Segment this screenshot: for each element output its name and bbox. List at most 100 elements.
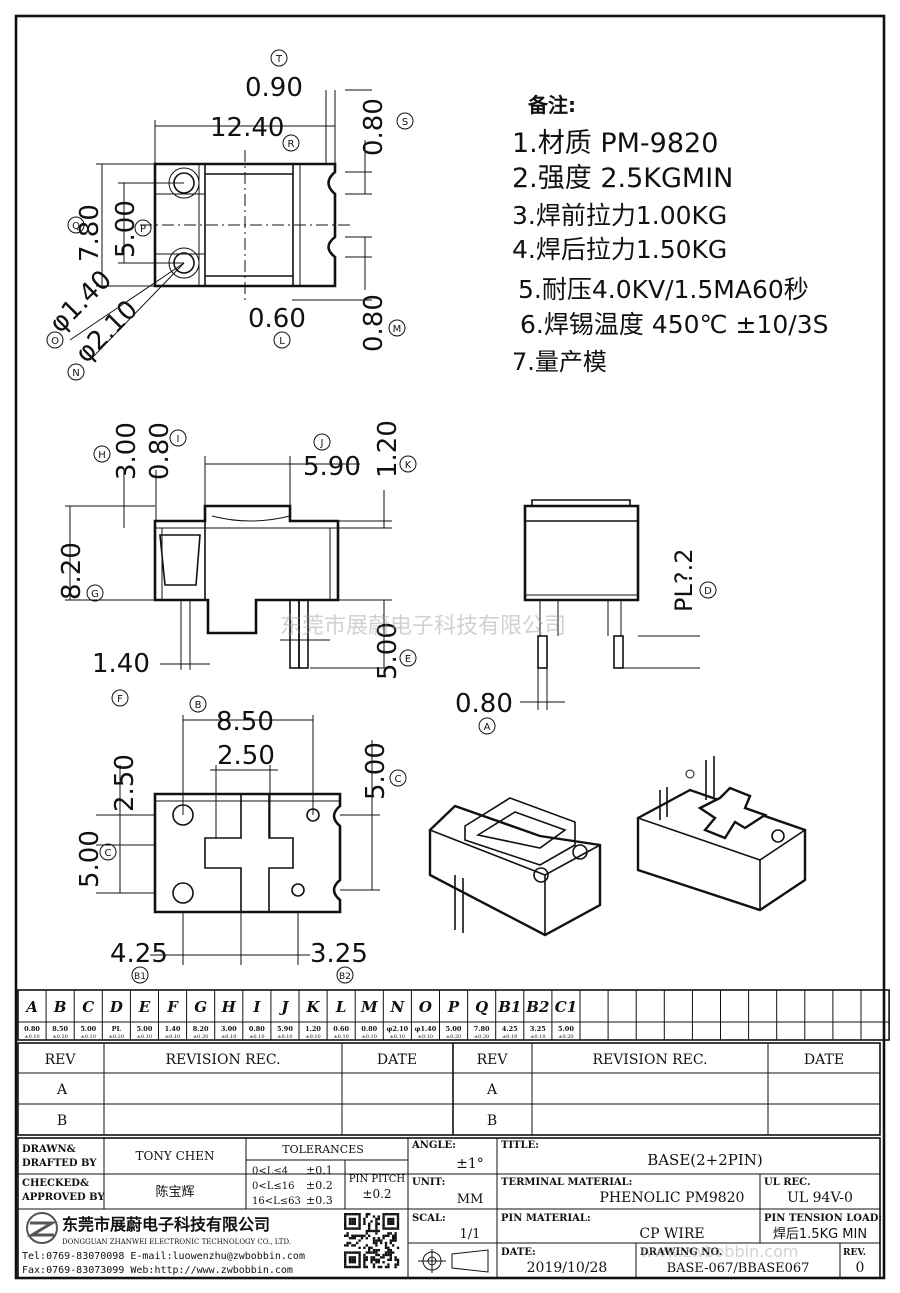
svg-text:C: C bbox=[395, 774, 402, 785]
svg-text:N: N bbox=[72, 368, 79, 379]
dim-col-tolerance: ±0.20 bbox=[558, 1034, 573, 1040]
dim-col-value: 0.80 bbox=[361, 1025, 377, 1033]
checked-by: 陈宝辉 bbox=[155, 1184, 194, 1200]
dim-2.50-center: 2.50 bbox=[217, 741, 275, 771]
title-block: DRAWN& DRAFTED BY TONY CHEN CHECKED& APP… bbox=[17, 1137, 882, 1279]
title-label: TITLE: bbox=[501, 1140, 539, 1151]
svg-text:B: B bbox=[195, 700, 202, 711]
dim-0.90: 0.90 bbox=[245, 73, 303, 103]
dim-2.50-left: 2.50 bbox=[110, 754, 140, 812]
rev-col-left: REV bbox=[45, 1052, 77, 1068]
dim-col-header: Q bbox=[475, 998, 488, 1016]
svg-text:O: O bbox=[51, 336, 59, 347]
marker-B1: B1 bbox=[131, 966, 149, 984]
marker-I: I bbox=[169, 429, 187, 447]
dim-col-tolerance: ±0.20 bbox=[446, 1034, 461, 1040]
pin bbox=[613, 635, 624, 669]
tolerances-label: TOLERANCES bbox=[282, 1143, 364, 1156]
front-view: PL?.2 0.80 D A bbox=[455, 499, 717, 735]
dim-col-value: φ1.40 bbox=[415, 1025, 437, 1033]
note-6: 6.焊锡温度 450℃ ±10/3S bbox=[520, 310, 829, 339]
dim-1.20: 1.20 bbox=[373, 420, 403, 478]
drawn-label-2: DRAFTED BY bbox=[22, 1158, 97, 1169]
dim-col-header: P bbox=[447, 998, 460, 1016]
isometric-view-top bbox=[428, 797, 602, 937]
side-view: 8.20 3.00 0.80 5.90 1.20 5.00 1.40 H I J… bbox=[57, 420, 417, 707]
tol-value-3: ±0.3 bbox=[306, 1194, 333, 1207]
dim-col-header: B1 bbox=[497, 998, 521, 1016]
svg-text:B2: B2 bbox=[339, 972, 351, 982]
dim-col-header: D bbox=[109, 998, 123, 1016]
dim-col-value: 5.00 bbox=[137, 1025, 153, 1033]
dim-col-header: H bbox=[221, 998, 237, 1016]
dim-col-header: B2 bbox=[525, 998, 549, 1016]
marker-N: N bbox=[67, 363, 85, 381]
dim-col-tolerance: ±0.10 bbox=[249, 1034, 264, 1040]
dim-col-value: 5.00 bbox=[80, 1025, 96, 1033]
ul-rec-value: UL 94V-0 bbox=[787, 1190, 853, 1206]
marker-K: K bbox=[399, 455, 417, 473]
dim-col-header: C bbox=[82, 998, 94, 1016]
dim-col-tolerance: ±0.10 bbox=[137, 1034, 152, 1040]
svg-text:I: I bbox=[177, 434, 180, 445]
dim-col-value: 3.25 bbox=[530, 1025, 546, 1033]
pin-tension-value: 焊后1.5KG MIN bbox=[773, 1226, 867, 1242]
svg-text:P: P bbox=[140, 224, 146, 235]
drawn-label-1: DRAWN& bbox=[22, 1144, 76, 1155]
rev-label: REV. bbox=[843, 1248, 866, 1258]
record-col-right: REVISION REC. bbox=[592, 1052, 707, 1068]
pin-material-label: PIN MATERIAL: bbox=[501, 1213, 591, 1224]
dim-col-value: 1.40 bbox=[165, 1025, 181, 1033]
dim-col-value: 5.90 bbox=[277, 1025, 293, 1033]
svg-text:K: K bbox=[405, 460, 412, 471]
rev-row-a-right: A bbox=[486, 1082, 498, 1098]
svg-text:L: L bbox=[279, 336, 285, 347]
marker-C: C bbox=[99, 843, 117, 861]
svg-text:D: D bbox=[704, 586, 712, 597]
dim-5.00-left: 5.00 bbox=[75, 830, 105, 888]
dim-0.80-bottom: 0.80 bbox=[359, 294, 389, 352]
marker-S: S bbox=[396, 112, 414, 130]
ul-rec-label: UL REC. bbox=[764, 1177, 810, 1188]
dim-col-tolerance: ±0.20 bbox=[109, 1034, 124, 1040]
note-5: 5.耐压4.0KV/1.5MA60秒 bbox=[518, 275, 809, 304]
svg-text:B1: B1 bbox=[134, 972, 146, 982]
dim-col-header: L bbox=[335, 998, 347, 1016]
isometric-view-bottom bbox=[636, 756, 807, 912]
marker-G: G bbox=[86, 584, 104, 602]
dim-col-tolerance: ±0.10 bbox=[362, 1034, 377, 1040]
bottom-view-outline bbox=[153, 792, 342, 914]
marker-M: M bbox=[388, 319, 406, 337]
dim-0.80-side: 0.80 bbox=[145, 422, 175, 480]
marker-O: O bbox=[46, 331, 64, 349]
dim-8.50: 8.50 bbox=[216, 707, 274, 737]
dim-col-tolerance: ±0.20 bbox=[193, 1034, 208, 1040]
terminal-material-label: TERMINAL MATERIAL: bbox=[501, 1177, 632, 1188]
dim-4.25: 4.25 bbox=[110, 939, 168, 969]
dim-col-tolerance: ±0.10 bbox=[24, 1034, 39, 1040]
rev-value: 0 bbox=[856, 1260, 865, 1276]
contact-fax: Fax:0769-83073099 Web:http://www.zwbobbi… bbox=[22, 1265, 293, 1276]
company-logo bbox=[26, 1212, 58, 1244]
dim-col-header: I bbox=[252, 998, 261, 1016]
drawing-no-value: BASE-067/BBASE067 bbox=[667, 1261, 810, 1276]
svg-text:R: R bbox=[288, 139, 295, 150]
note-7: 7.量产模 bbox=[512, 348, 607, 376]
notes-heading: 备注: bbox=[527, 93, 576, 117]
svg-text:E: E bbox=[405, 654, 411, 665]
dim-col-header: A bbox=[24, 998, 38, 1016]
company-name-cn: 东莞市展蔚电子科技有限公司 bbox=[62, 1215, 270, 1234]
drawn-by: TONY CHEN bbox=[136, 1149, 215, 1163]
marker-C: C bbox=[389, 769, 407, 787]
tol-range-1: 0<L≤4 bbox=[252, 1166, 288, 1177]
marker-B2: B2 bbox=[336, 966, 354, 984]
pin-pitch-value: ±0.2 bbox=[362, 1187, 391, 1201]
dim-col-value: 3.00 bbox=[221, 1025, 237, 1033]
notes-block: 备注: 1.材质 PM-9820 2.强度 2.5KGMIN 3.焊前拉力1.0… bbox=[512, 93, 829, 376]
marker-D: D bbox=[699, 581, 717, 599]
pin bbox=[537, 635, 548, 669]
bottom-view: 8.50 2.50 5.00 2.50 5.00 4.25 3.25 B C C… bbox=[75, 695, 407, 984]
dim-col-tolerance: ±0.10 bbox=[305, 1034, 320, 1040]
marker-Q: Q bbox=[67, 216, 85, 234]
dim-col-tolerance: ±0.10 bbox=[277, 1034, 292, 1040]
